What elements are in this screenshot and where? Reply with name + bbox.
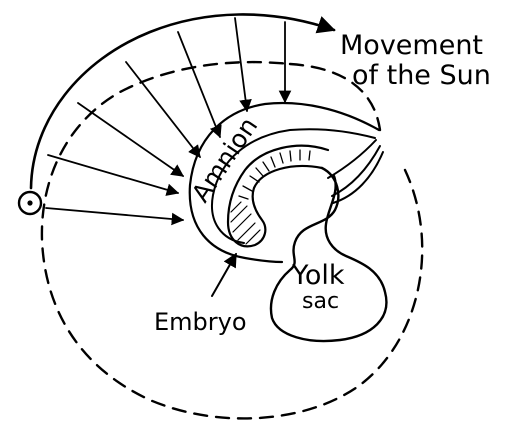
movement-of-sun-label-line1: Movement bbox=[340, 30, 483, 61]
sun-ray bbox=[235, 18, 247, 111]
yolk-sac bbox=[271, 168, 386, 341]
stalk-line bbox=[328, 140, 376, 178]
sun-ray bbox=[46, 208, 183, 220]
embryo-neural-tube bbox=[239, 150, 310, 199]
sun-ray bbox=[48, 155, 178, 193]
sac-label: sac bbox=[302, 289, 339, 314]
sun-ray bbox=[126, 62, 200, 157]
sun-icon bbox=[19, 192, 41, 214]
amnion-label: Amnion bbox=[186, 112, 263, 207]
embryo-label: Embryo bbox=[154, 308, 247, 336]
embryo-pointer-arrow bbox=[212, 254, 236, 296]
sun-movement-arc bbox=[31, 14, 334, 188]
embryo-body bbox=[228, 146, 328, 247]
sun-ray bbox=[178, 32, 220, 137]
movement-of-sun-label-line2: of the Sun bbox=[352, 60, 491, 91]
yolk-label: Yolk bbox=[291, 260, 345, 291]
